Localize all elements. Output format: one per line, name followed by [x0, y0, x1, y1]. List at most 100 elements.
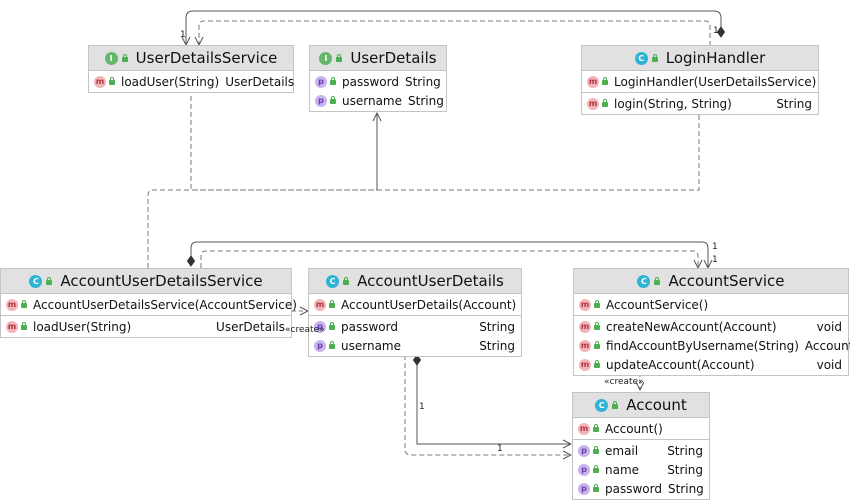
member-type: String — [667, 481, 704, 496]
class-title: AccountUserDetailsService — [60, 272, 263, 290]
member-name: username — [341, 338, 401, 353]
member-type: String — [404, 74, 441, 89]
method-row[interactable]: m LoginHandler(UserDetailsService) — [582, 72, 818, 91]
member-type: String — [479, 319, 515, 334]
stereotype-create-aud: «create» — [285, 325, 325, 335]
property-icon: p — [315, 94, 327, 107]
member-name: Account() — [605, 421, 663, 436]
class-title: AccountUserDetails — [357, 272, 504, 290]
member-name: email — [605, 443, 639, 458]
method-row[interactable]: m findAccountByUsername(String) Account — [574, 336, 850, 355]
member-type: void — [816, 319, 842, 334]
property-icon: p — [314, 339, 326, 352]
public-visibility-icon — [21, 322, 27, 330]
method-icon: m — [314, 298, 326, 311]
method-icon: m — [579, 298, 591, 311]
public-visibility-icon — [594, 341, 600, 349]
edge-login-handler-service-association — [186, 10, 721, 45]
member-name: password — [605, 481, 662, 496]
property-icon: p — [314, 320, 326, 333]
public-visibility-icon — [329, 341, 335, 349]
member-name: loadUser(String) — [33, 319, 132, 334]
public-visibility-icon — [654, 276, 661, 285]
class-icon: C — [637, 274, 651, 288]
member-type: void — [816, 357, 842, 372]
member-type: Account — [804, 338, 850, 353]
edge-login-handler-service-dependency — [199, 20, 711, 46]
stereotype-create-account: «create» — [604, 377, 644, 387]
edge-aus-accountservice-association — [191, 241, 708, 268]
member-name: findAccountByUsername(String) — [606, 338, 799, 353]
class-title: UserDetailsService — [135, 49, 278, 67]
member-name: LoginHandler(UserDetailsService) — [614, 74, 817, 89]
public-visibility-icon — [329, 322, 335, 330]
edge-aud-account-composition — [417, 355, 571, 444]
class-icon: C — [326, 274, 340, 288]
edge-login-to-userdetails — [377, 115, 700, 191]
member-name: password — [342, 74, 399, 89]
public-visibility-icon — [46, 276, 53, 285]
public-visibility-icon — [109, 77, 115, 85]
public-visibility-icon — [594, 360, 600, 368]
public-visibility-icon — [612, 400, 619, 409]
class-title: Account — [626, 396, 687, 414]
member-type: String — [776, 96, 812, 111]
public-visibility-icon — [336, 53, 343, 62]
method-icon: m — [579, 339, 591, 352]
member-name: username — [342, 93, 402, 108]
method-icon: m — [94, 75, 106, 88]
class-header[interactable]: C AccountUserDetails — [309, 269, 521, 294]
property-icon: p — [578, 463, 590, 476]
public-visibility-icon — [343, 276, 350, 285]
edge-aus-accountservice-dependency — [200, 250, 698, 268]
class-icon: C — [634, 51, 648, 65]
public-visibility-icon — [593, 446, 599, 454]
member-type: UserDetails — [225, 74, 295, 89]
public-visibility-icon — [593, 424, 599, 432]
interface-icon: I — [319, 51, 333, 65]
method-icon: m — [587, 75, 599, 88]
member-name: AccountService() — [606, 297, 709, 312]
public-visibility-icon — [651, 53, 658, 62]
method-row[interactable]: m AccountService() — [574, 295, 848, 314]
method-icon: m — [6, 298, 18, 311]
public-visibility-icon — [594, 322, 600, 330]
member-name: updateAccount(Account) — [606, 357, 755, 372]
